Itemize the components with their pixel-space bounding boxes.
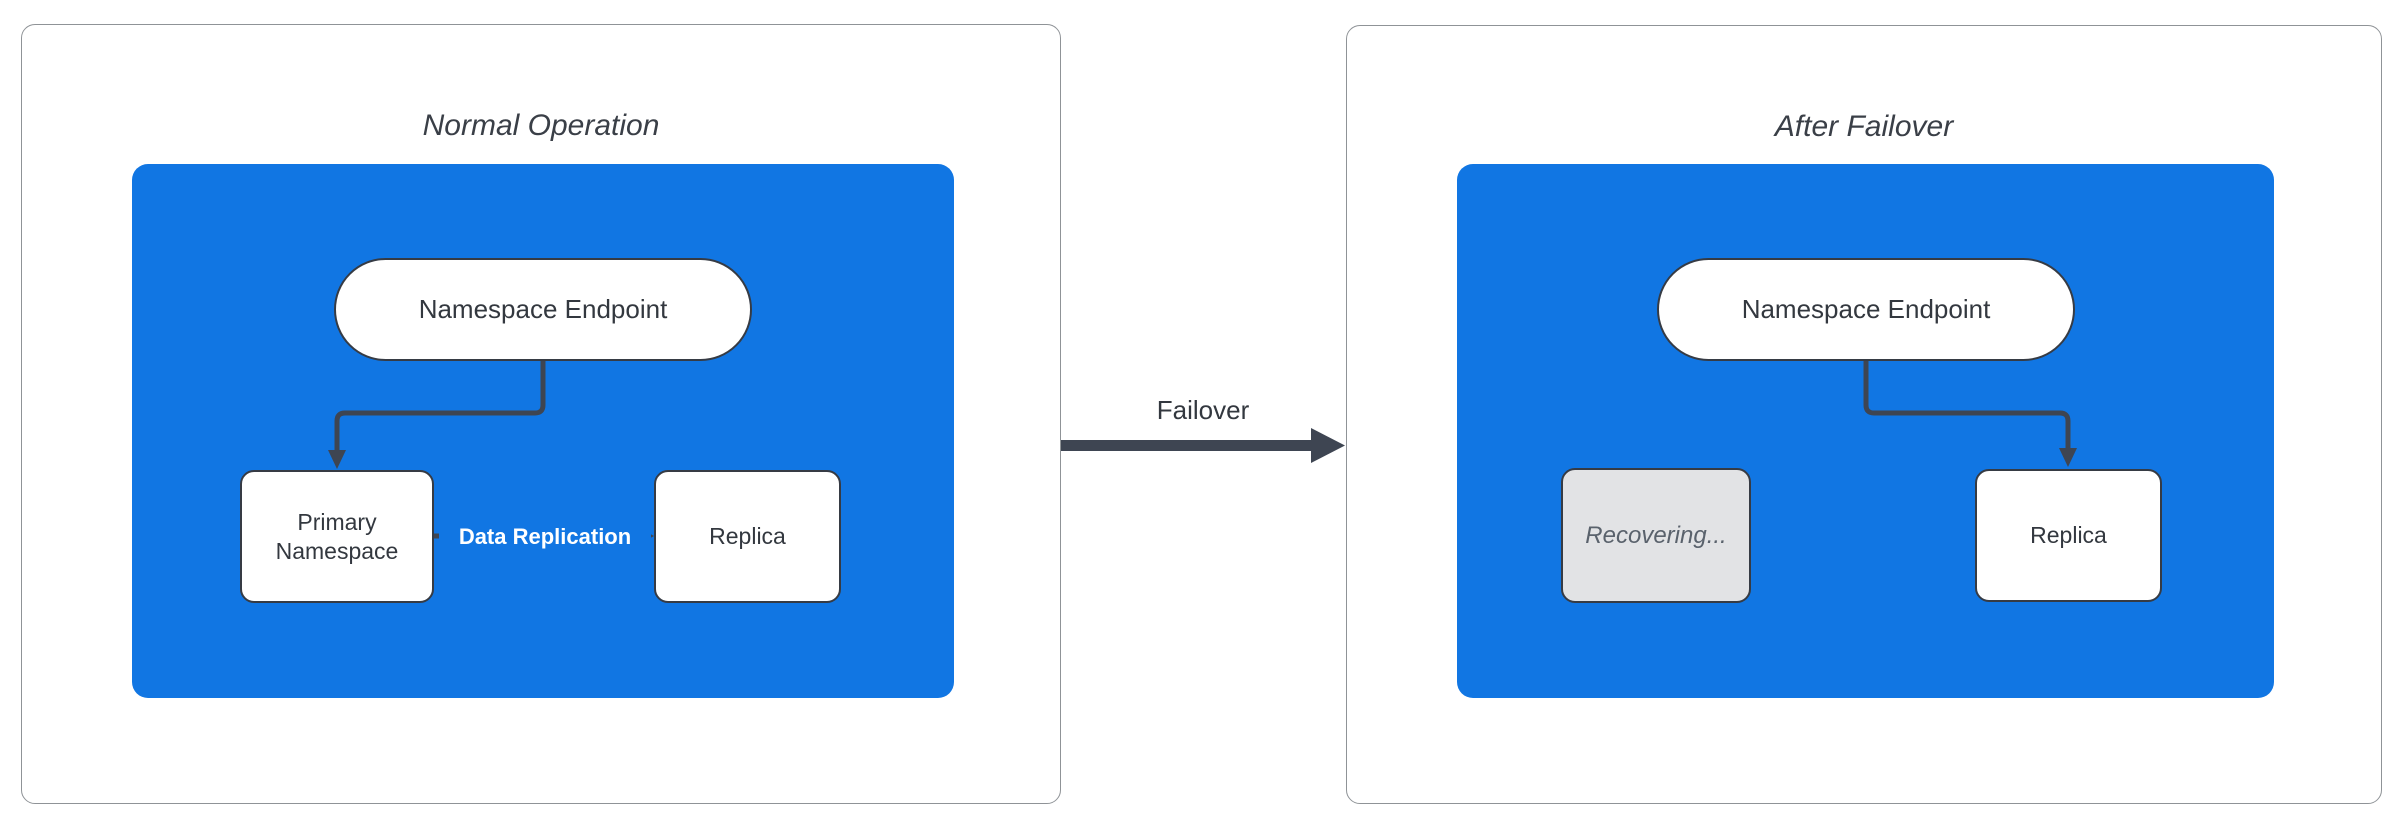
node-label: Replica	[2030, 522, 2107, 549]
arrowhead-down-icon	[2059, 448, 2077, 467]
failover-arrow	[1061, 428, 1345, 463]
node-primary-namespace: Primary Namespace	[240, 470, 434, 603]
node-label: Replica	[709, 523, 786, 550]
replication-arrow-label: Data Replication	[439, 520, 651, 554]
panel-normal-operation: Normal Operation Namespace Endpoint Prim…	[21, 24, 1061, 804]
arrowhead-down-icon	[328, 450, 346, 469]
endpoint-to-replica-connector	[1863, 358, 2071, 452]
namespace-container-normal: Namespace Endpoint Primary Namespace Rep…	[132, 164, 954, 698]
arrowhead-right-icon	[1311, 428, 1345, 463]
node-label: Namespace Endpoint	[1741, 294, 1991, 324]
node-replica: Replica	[1975, 469, 2162, 602]
panel-title-after-failover: After Failover	[1774, 110, 1954, 143]
connector-lines-failover	[1863, 358, 2077, 467]
node-replica: Replica	[654, 470, 841, 603]
endpoint-to-primary-connector	[334, 358, 546, 454]
failover-arrow-shaft	[1061, 440, 1312, 451]
panel-after-failover: After Failover Namespace Endpoint Recove…	[1346, 25, 2382, 804]
namespace-container-failover: Namespace Endpoint Recovering... Replica	[1457, 164, 2274, 698]
node-label: Recovering...	[1585, 521, 1727, 549]
connector-lines-normal	[328, 358, 654, 545]
node-namespace-endpoint: Namespace Endpoint	[1657, 258, 2075, 361]
node-label: Namespace Endpoint	[418, 294, 668, 324]
panel-title-normal-operation: Normal Operation	[422, 109, 660, 142]
node-namespace-endpoint: Namespace Endpoint	[334, 258, 752, 361]
failover-arrow-group: Failover	[1061, 395, 1345, 467]
node-label: Primary Namespace	[275, 508, 399, 564]
node-recovering: Recovering...	[1561, 468, 1751, 603]
failover-arrow-label: Failover	[1156, 395, 1250, 425]
